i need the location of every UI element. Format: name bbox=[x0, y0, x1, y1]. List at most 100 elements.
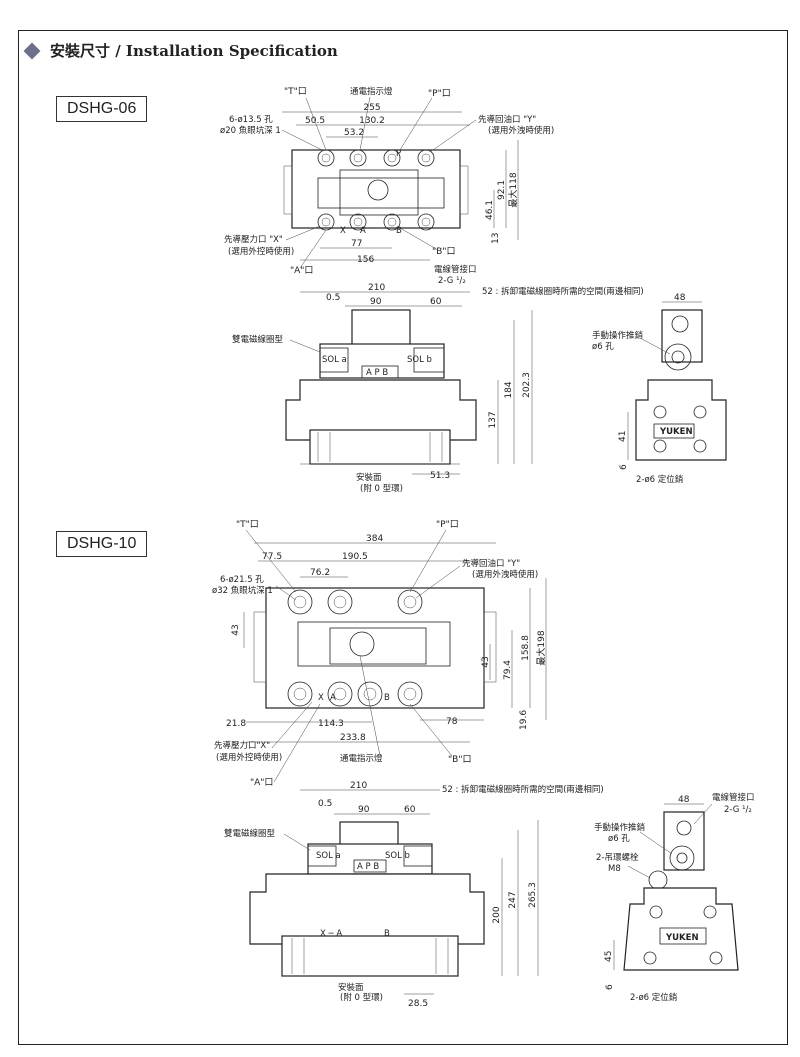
manual-hole-label-10: ø6 孔 bbox=[608, 834, 630, 844]
oring-label-10: (附 0 型環) bbox=[340, 992, 383, 1003]
holes-label-10: 6-ø21.5 孔 bbox=[220, 575, 264, 585]
sol-a-label: SOL a bbox=[322, 355, 347, 365]
manual-pin-label-10: 手動操作推銷 bbox=[594, 822, 645, 833]
dim-53-2: 53.2 bbox=[344, 128, 364, 138]
manual-hole-label: ø6 孔 bbox=[592, 342, 614, 352]
dim-48-10: 48 bbox=[678, 795, 690, 805]
dim-76-2: 76.2 bbox=[310, 568, 330, 578]
pilot-x-note: (選用外控時使用) bbox=[228, 246, 294, 257]
dim-130-2: 130.2 bbox=[359, 116, 385, 126]
dim-21-8: 21.8 bbox=[226, 719, 246, 729]
dim-158-8: 158.8 bbox=[521, 635, 531, 661]
port-b-label: "B"口 bbox=[432, 247, 455, 257]
conduit-label-10: 電線管接口 bbox=[712, 792, 755, 803]
indicator-label-10: 通電指示燈 bbox=[340, 753, 383, 764]
mark-a: A bbox=[360, 226, 366, 236]
pilot-y-note-10: (選用外洩時使用) bbox=[472, 569, 538, 580]
pilot-x-label-10: 先導壓力口"X" bbox=[214, 740, 270, 751]
eyebolt-label: 2-吊環螺栓 bbox=[596, 852, 639, 863]
indicator-label: 通電指示燈 bbox=[350, 86, 393, 97]
dim-233-8: 233.8 bbox=[340, 733, 366, 743]
mark-a-10: A bbox=[330, 693, 336, 703]
dim-384: 384 bbox=[366, 534, 383, 544]
dim-265-3: 265.3 bbox=[528, 882, 538, 908]
page-frame bbox=[18, 30, 788, 1045]
pilot-y-label: 先導回油口 "Y" bbox=[478, 114, 536, 125]
dim-45: 45 bbox=[604, 951, 614, 962]
dim-6: 6 bbox=[619, 464, 629, 470]
dim-78: 78 bbox=[446, 717, 458, 727]
dim-200: 200 bbox=[492, 906, 502, 923]
dim-247: 247 bbox=[508, 891, 518, 908]
dim-41: 41 bbox=[618, 431, 628, 442]
manual-pin-label: 手動操作推銷 bbox=[592, 330, 643, 341]
dshg10-top-view: X A B 384 77.5 190.5 76.2 6-ø21.5 孔 ø32 … bbox=[212, 520, 547, 788]
mark-b-front-10: B bbox=[384, 929, 390, 939]
dshg10-side-view: YUKEN 48 電線管接口 2-G ¹/₂ 手動操作推銷 ø6 孔 2-吊環螺… bbox=[594, 792, 755, 1003]
mount-face-label: 安裝面 bbox=[356, 472, 382, 483]
mark-xa-10: X ─ A bbox=[320, 929, 342, 939]
port-a-label: "A"口 bbox=[290, 266, 313, 276]
eyebolt-size: M8 bbox=[608, 864, 621, 874]
model-tag-dshg06: DSHG-06 bbox=[56, 96, 148, 122]
port-t-label: "T"口 bbox=[284, 87, 307, 97]
dim-202-3: 202.3 bbox=[522, 372, 532, 398]
dim-210: 210 bbox=[368, 283, 385, 293]
dim-156: 156 bbox=[357, 255, 374, 265]
dim-60: 60 bbox=[430, 297, 442, 307]
yuken-logo-10: YUKEN bbox=[665, 933, 699, 943]
dshg06-top-view: X A B P 255 50.5 130.2 53.2 77 156 46.1 … bbox=[220, 86, 554, 276]
coil-label-10: 雙電磁線圈型 bbox=[224, 828, 276, 839]
mark-p: P bbox=[396, 149, 401, 159]
conduit-label: 電線管接口 bbox=[434, 264, 477, 275]
oring-label: (附 0 型環) bbox=[360, 483, 403, 494]
apb-label: A P B bbox=[366, 368, 388, 378]
counterbore-label: ø20 魚眼坑深 1 bbox=[220, 125, 281, 136]
port-p-label: "P"口 bbox=[428, 89, 451, 99]
dim-90-10: 90 bbox=[358, 805, 370, 815]
mark-b: B bbox=[396, 226, 402, 236]
dim-60-10: 60 bbox=[404, 805, 416, 815]
dim-92-1: 92.1 bbox=[497, 180, 507, 200]
mark-b-10: B bbox=[384, 693, 390, 703]
dim-114-3: 114.3 bbox=[318, 719, 344, 729]
dim-19-6: 19.6 bbox=[519, 710, 529, 730]
mark-x: X bbox=[340, 226, 346, 236]
dim-51-3: 51.3 bbox=[430, 471, 450, 481]
section-header: 安裝尺寸 / Installation Specification bbox=[23, 40, 338, 61]
dim-max118: 最大118 bbox=[507, 172, 519, 207]
pilot-x-note-10: (選用外控時使用) bbox=[216, 752, 282, 763]
mark-x-10: X bbox=[318, 693, 324, 703]
dim-max198: 最大198 bbox=[535, 630, 547, 665]
sol-a-label-10: SOL a bbox=[316, 851, 341, 861]
dim-43b: 43 bbox=[481, 656, 491, 667]
dshg10-top-body bbox=[265, 587, 485, 709]
dim-48: 48 bbox=[674, 293, 686, 303]
dim-77-5: 77.5 bbox=[262, 552, 282, 562]
dshg06-front-view: A P B SOL a SOL b 210 0.5 90 60 52 : 拆卸電… bbox=[232, 264, 644, 494]
dshg06-top-body bbox=[291, 149, 461, 229]
port-t-label-10: "T"口 bbox=[236, 520, 259, 530]
yuken-logo-06: YUKEN bbox=[659, 427, 693, 437]
pilot-y-label-10: 先導回油口 "Y" bbox=[462, 558, 520, 569]
dim-77: 77 bbox=[351, 239, 362, 249]
apb-label-10: A P B bbox=[357, 862, 379, 872]
conduit-size-10: 2-G ¹/₂ bbox=[724, 805, 752, 815]
dim-6-10: 6 bbox=[605, 984, 615, 990]
dshg06-side-body bbox=[635, 379, 727, 461]
dim-79-4: 79.4 bbox=[503, 660, 513, 680]
dim-46-1: 46.1 bbox=[485, 200, 495, 220]
dim-0-5: 0.5 bbox=[326, 293, 340, 303]
sol-b-label: SOL b bbox=[407, 355, 432, 365]
mount-face-label-10: 安裝面 bbox=[338, 982, 364, 993]
pilot-x-label: 先導壓力口 "X" bbox=[224, 234, 283, 245]
dshg06-pilot-head bbox=[351, 309, 411, 349]
coil-label: 雙電磁線圈型 bbox=[232, 334, 284, 345]
dshg10-side-body bbox=[623, 887, 739, 971]
dim-190-5: 190.5 bbox=[342, 552, 368, 562]
port-b-label-10: "B"口 bbox=[448, 755, 471, 765]
sol-b-label-10: SOL b bbox=[385, 851, 410, 861]
dshg10-front-view: A P B SOL a SOL b X ─ A B 210 0.5 90 60 … bbox=[224, 781, 604, 1009]
port-a-label-10: "A"口 bbox=[250, 778, 273, 788]
